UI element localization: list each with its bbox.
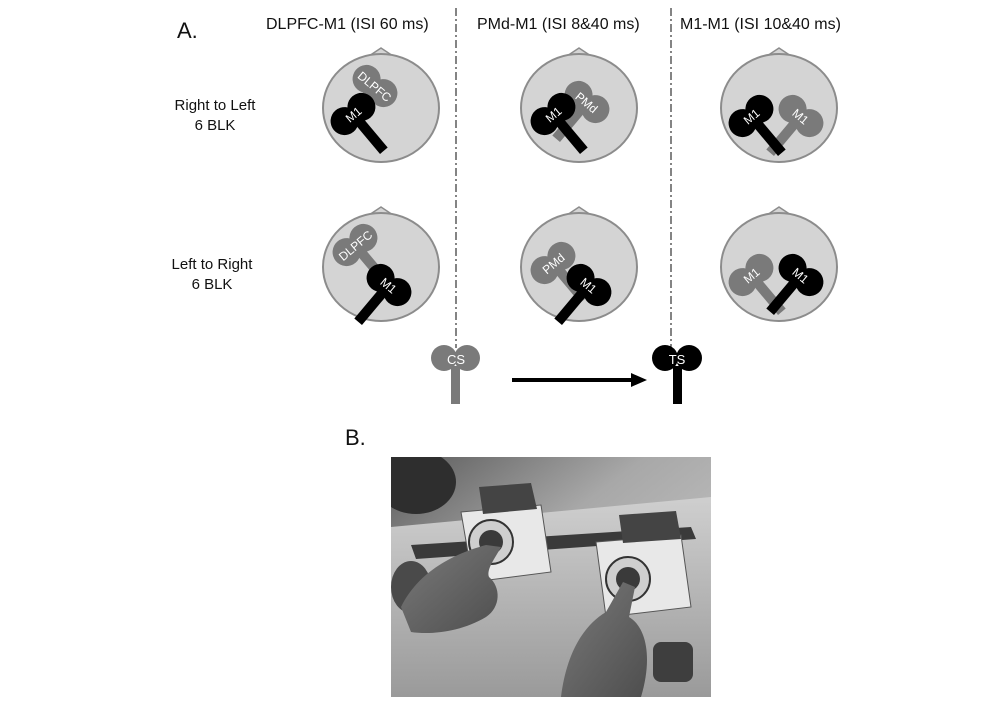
left-hand xyxy=(401,545,501,634)
ts-coil-r1-c2: M1 xyxy=(530,92,588,154)
legend-cs-label: CS xyxy=(447,352,465,367)
legend-ts-label: TS xyxy=(669,352,686,367)
ts-coil-r1-c3: M1 xyxy=(728,94,786,156)
row-label-right-to-left-line1: Right to Left xyxy=(174,97,256,114)
row-label-left-to-right: Left to Right 6 BLK xyxy=(157,255,267,295)
ts-coil-r1-c1: M1 xyxy=(330,92,388,154)
ts-coil-r2-c1: M1 xyxy=(354,263,412,325)
head-r1-c1 xyxy=(322,47,440,163)
row-label-left-to-right-line2: 6 BLK xyxy=(191,276,233,293)
row-label-left-to-right-line1: Left to Right xyxy=(171,256,253,273)
legend-cs-coil: CS xyxy=(431,345,480,404)
ts-coil-r2-c3: M1 xyxy=(766,253,824,315)
right-hand xyxy=(561,582,648,697)
legend-ts-coil: TS xyxy=(652,345,702,404)
column-header-m1-m1: M1-M1 (ISI 10&40 ms) xyxy=(680,16,841,33)
arrow-cs-to-ts xyxy=(512,373,647,387)
column-header-pmd-m1: PMd-M1 (ISI 8&40 ms) xyxy=(477,16,640,33)
apparatus-photo xyxy=(391,457,711,697)
column-header-dlpfc-m1: DLPFC-M1 (ISI 60 ms) xyxy=(266,16,429,33)
panel-a-label: A. xyxy=(177,18,198,43)
row-label-right-to-left: Right to Left 6 BLK xyxy=(160,96,270,136)
panel-b-label: B. xyxy=(345,425,366,450)
row-label-right-to-left-line2: 6 BLK xyxy=(194,117,236,134)
ts-coil-r2-c2: M1 xyxy=(554,263,612,325)
